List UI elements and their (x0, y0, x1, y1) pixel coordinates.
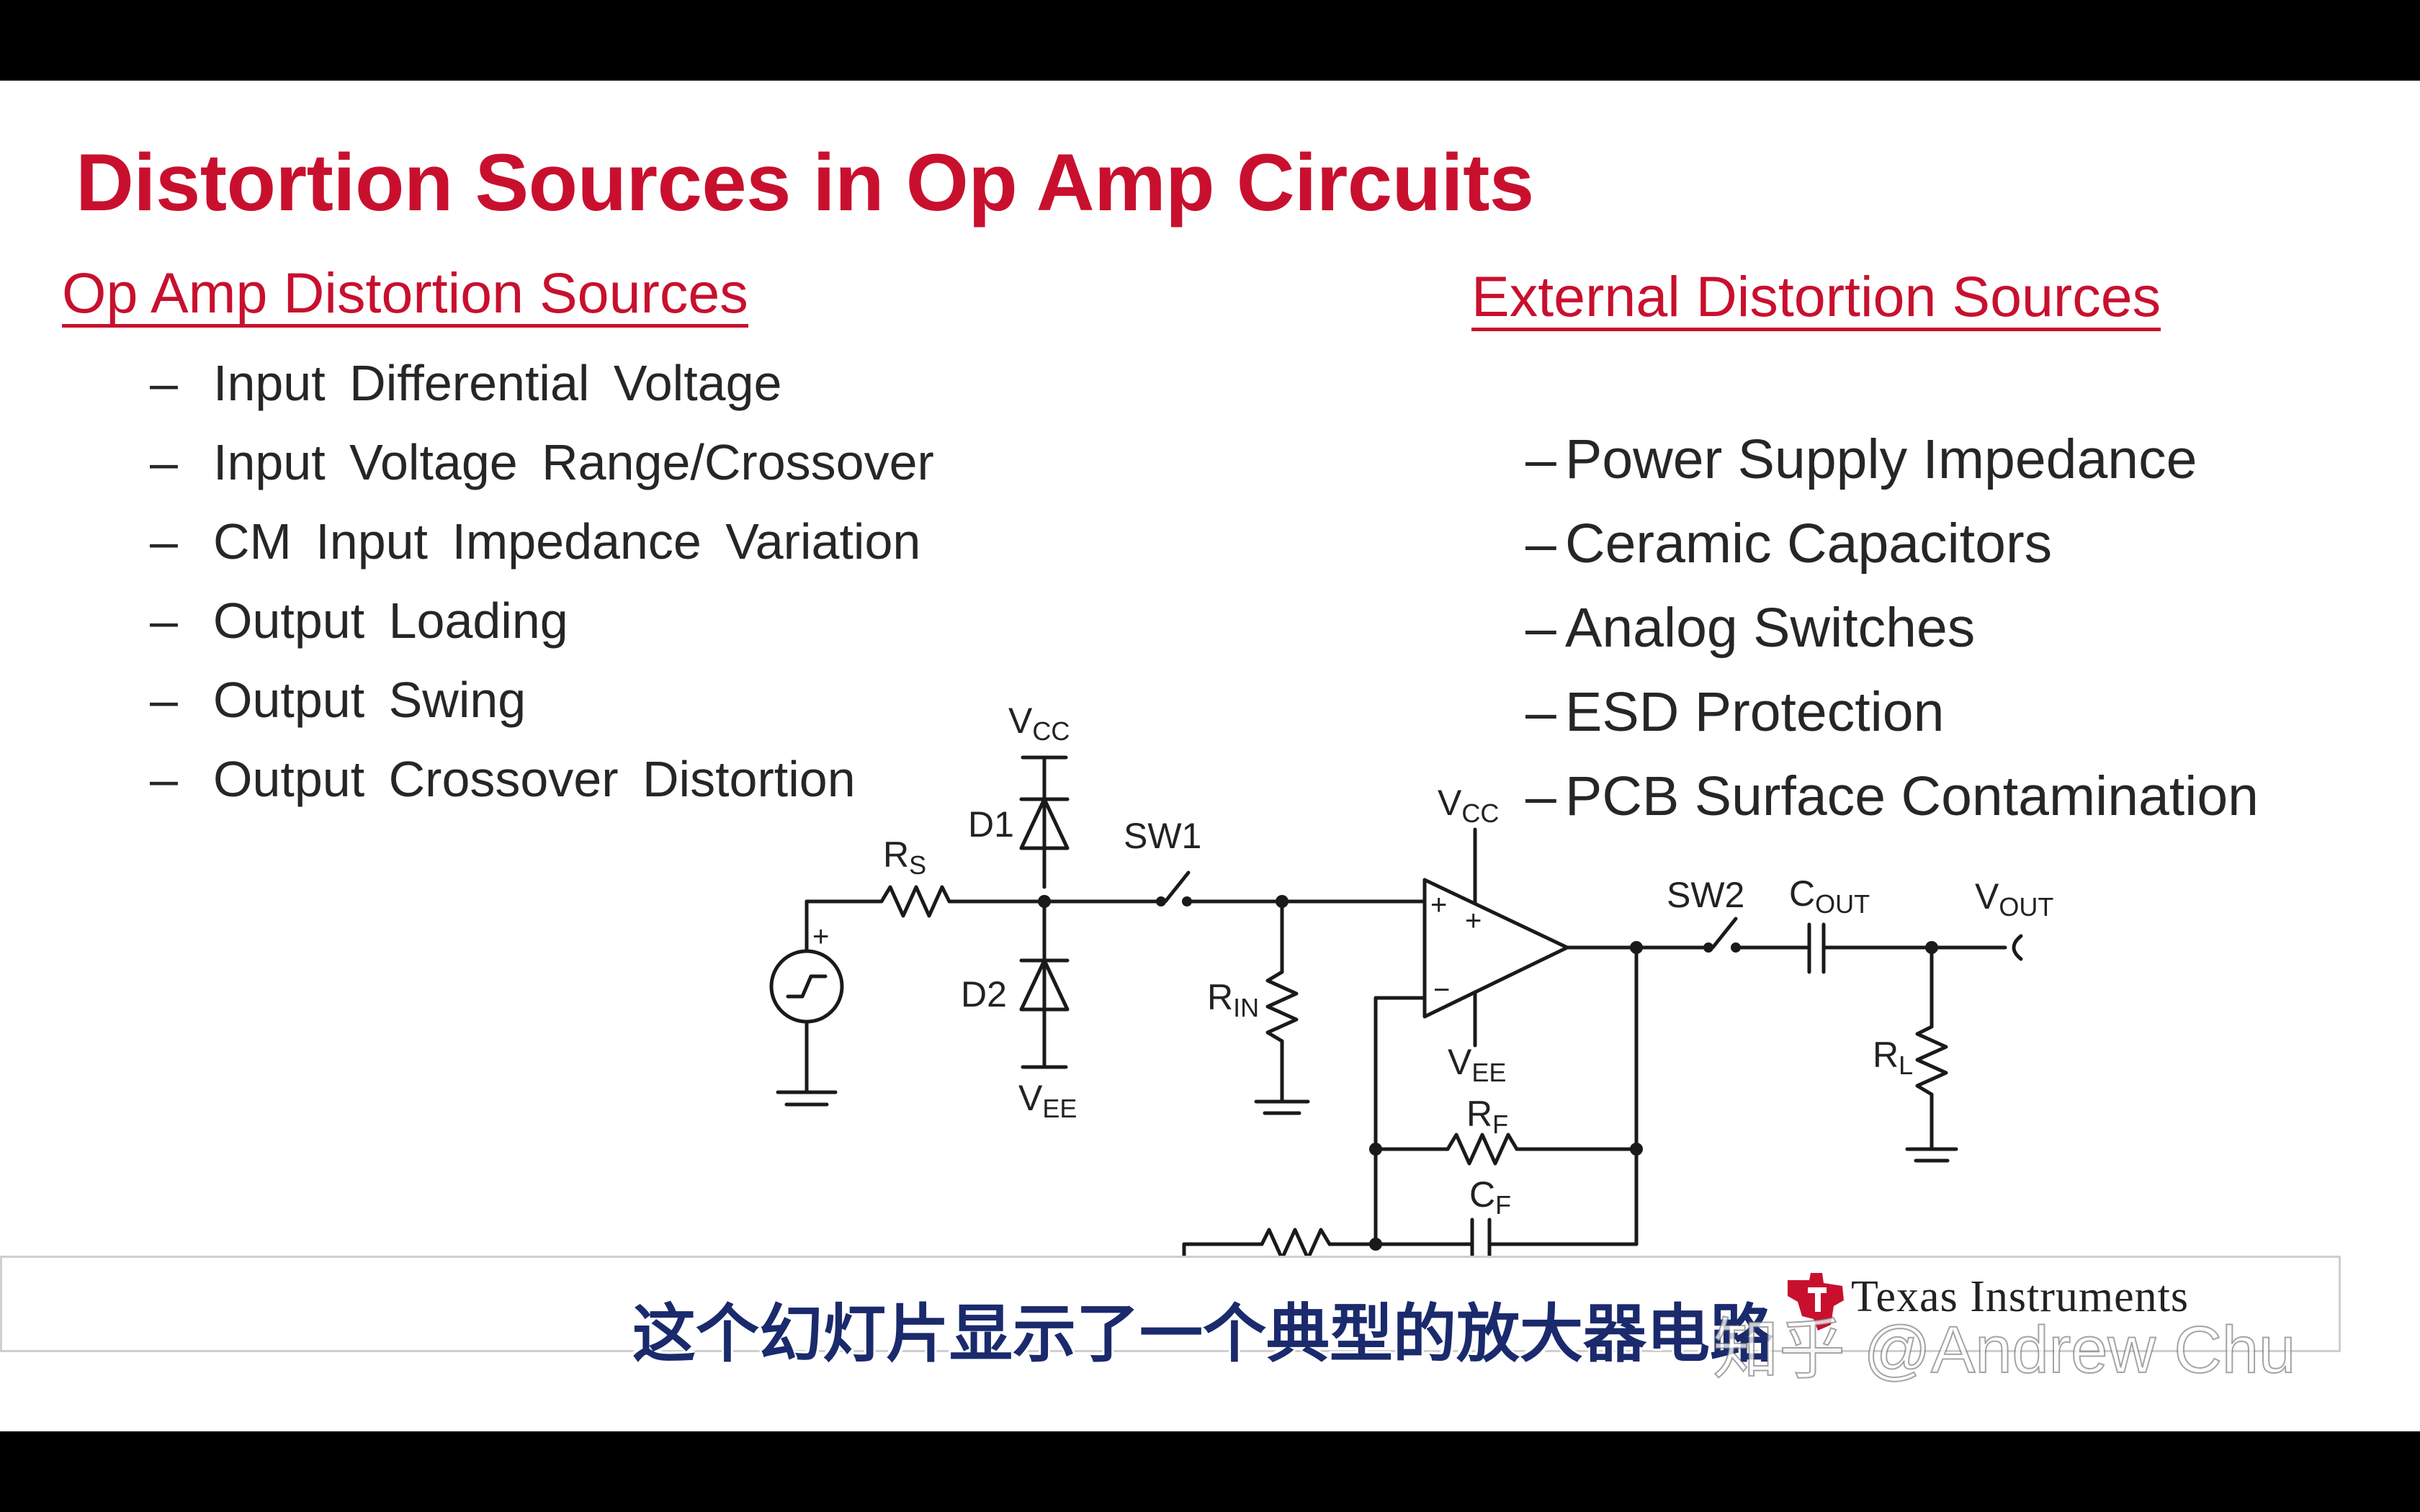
watermark: 知乎 @Andrew Chu (1712, 1313, 2296, 1387)
cf-label: CF (1469, 1174, 1511, 1220)
cout-label: COUT (1789, 873, 1870, 919)
list-item: –Output Crossover Distortion (150, 739, 934, 819)
vcc-diode-label: VCC (1008, 701, 1070, 746)
dash-bullet: – (1525, 765, 1556, 827)
dash-bullet: – (150, 593, 178, 649)
list-item: –Input Voltage Range/Crossover (150, 423, 934, 502)
junction-dot (1630, 941, 1643, 954)
dash-bullet: – (150, 513, 178, 570)
dash-bullet: – (150, 672, 178, 728)
list-item: –Ceramic Capacitors (1525, 502, 2259, 586)
minus-input-label: − (1433, 974, 1450, 1006)
brand-name: Texas Instruments (1851, 1272, 2189, 1321)
rg-resistor-icon (1260, 1228, 1332, 1261)
plus-input-label: + (1430, 889, 1447, 921)
slide: Distortion Sources in Op Amp Circuits Op… (0, 81, 2420, 1440)
rl-resistor-icon (1915, 1025, 1948, 1097)
video-subtitle: 这个幻灯片显示了一个典型的放大器电路 (632, 1298, 1774, 1369)
vout-terminal-icon (2012, 934, 2023, 961)
rin-resistor-icon (1265, 970, 1299, 1043)
sw2-label: SW2 (1667, 875, 1744, 915)
vout-label: VOUT (1975, 876, 2053, 922)
d1-label: D1 (968, 804, 1014, 845)
junction-dot (1925, 941, 1938, 954)
op-amp-sources-heading: Op Amp Distortion Sources (62, 264, 748, 328)
texas-instruments-logo-icon (1788, 1273, 1844, 1331)
list-item: –PCB Surface Contamination (1525, 755, 2259, 839)
junction-dot (1369, 1143, 1382, 1156)
dash-bullet: – (150, 751, 178, 807)
source-plus-label: + (812, 921, 829, 953)
list-item: –Output Swing (150, 660, 934, 739)
slide-footer (0, 1256, 2341, 1352)
dash-bullet: – (150, 355, 178, 411)
rl-label: RL (1873, 1035, 1913, 1080)
list-item: –CM Input Impedance Variation (150, 502, 934, 581)
switch-contact-dot (1731, 942, 1741, 953)
sw2-switch-icon (1711, 917, 1811, 950)
external-sources-heading: External Distortion Sources (1471, 268, 2161, 331)
switch-contact-dot (1703, 942, 1713, 953)
slide-title: Distortion Sources in Op Amp Circuits (76, 138, 1534, 228)
dash-bullet: – (1525, 428, 1556, 490)
junction-dot (1276, 895, 1289, 908)
dash-bullet: – (1525, 513, 1556, 575)
junction-dot (1630, 1143, 1643, 1156)
rin-label: RIN (1207, 977, 1259, 1022)
dash-bullet: – (150, 434, 178, 490)
external-sources-list: –Power Supply Impedance –Ceramic Capacit… (1525, 418, 2259, 839)
list-item: –Analog Switches (1525, 586, 2259, 670)
switch-contact-dot (1182, 896, 1192, 906)
rf-label: RF (1466, 1094, 1508, 1139)
junction-dots (1038, 895, 1938, 1251)
cout-capacitor-icon (1807, 922, 1826, 974)
step-waveform-icon (786, 974, 828, 999)
op-amp-icon (1422, 878, 1569, 1019)
d1-diode-icon (1019, 797, 1070, 850)
sw1-label: SW1 (1124, 816, 1201, 856)
rf-resistor-icon (1446, 1133, 1519, 1166)
plus-sign: + (1465, 905, 1482, 937)
vcc-amp-label: VCC (1438, 783, 1499, 828)
ground-icon (1905, 1147, 1958, 1163)
rs-label: RS (883, 834, 926, 880)
ground-icon (1254, 1099, 1310, 1115)
op-amp-sources-list: –Input Differential Voltage –Input Volta… (150, 343, 934, 819)
list-item: –ESD Protection (1525, 670, 2259, 755)
dash-bullet: – (1525, 681, 1556, 743)
rs-resistor-icon (879, 885, 951, 918)
list-item: –Input Differential Voltage (150, 343, 934, 423)
letterbox-bottom (0, 1431, 2420, 1512)
ground-icon (776, 1090, 838, 1107)
list-item: –Power Supply Impedance (1525, 418, 2259, 502)
dash-bullet: – (1525, 597, 1556, 659)
d2-label: D2 (961, 974, 1007, 1014)
op-amp-circuit-diagram: VCC D1 D2 VEE RS SW1 RIN VCC VEE + + − +… (769, 701, 2053, 1311)
junction-dot (1369, 1238, 1382, 1251)
switch-contact-dot (1156, 896, 1166, 906)
vee-diode-label: VEE (1018, 1078, 1077, 1123)
vee-amp-label: VEE (1448, 1042, 1506, 1087)
list-item: –Output Loading (150, 581, 934, 660)
junction-dot (1038, 895, 1051, 908)
sw1-switch-icon (1163, 870, 1284, 904)
